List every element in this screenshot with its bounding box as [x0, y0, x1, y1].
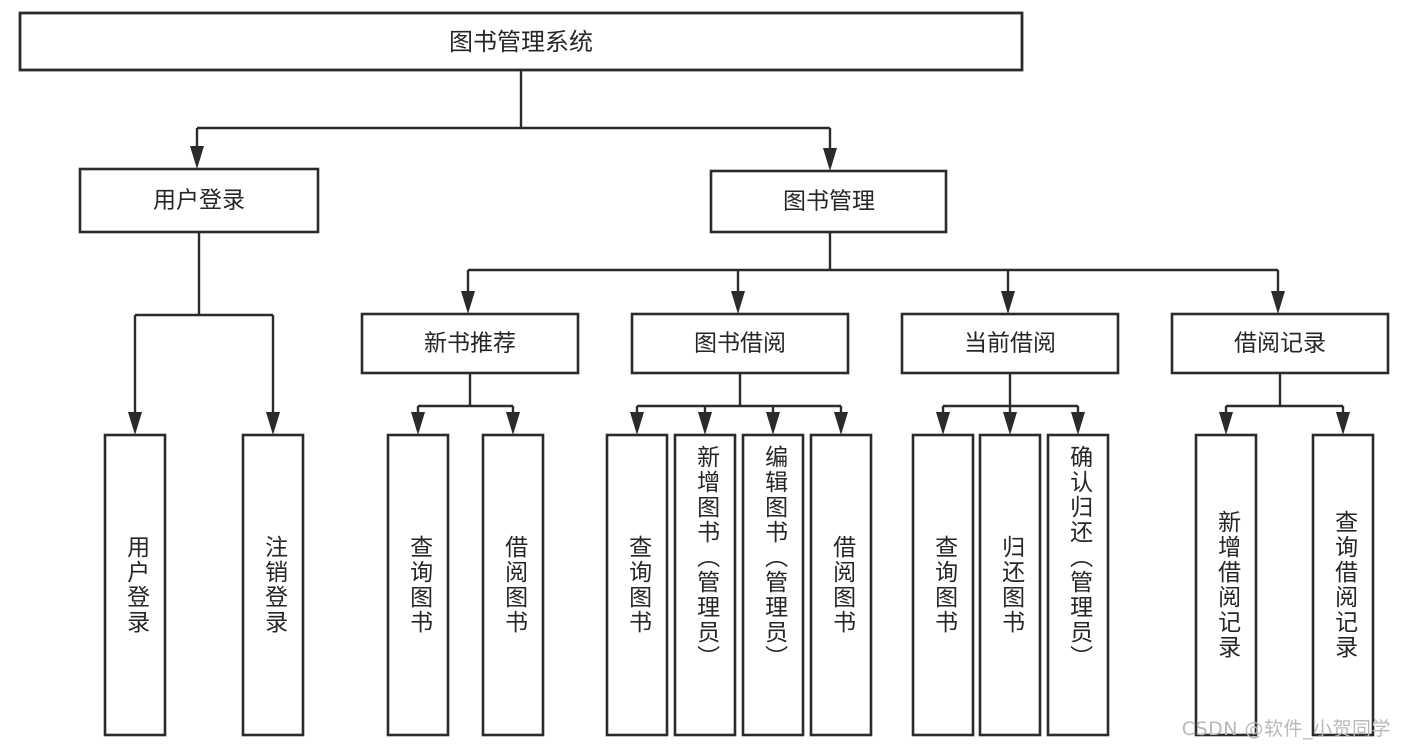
leaf-user-logout-box[interactable] [241, 433, 305, 737]
leaf-borrow-book-2-box[interactable] [809, 433, 873, 737]
connector-group-bookmanage-to-level3 [461, 232, 1285, 314]
node-user-login-label: 用户登录 [153, 188, 245, 214]
leaf-query-book-2-box[interactable] [605, 433, 669, 737]
node-book-borrow[interactable]: 图书借阅 [630, 312, 850, 375]
arrow-head-book-borrow [731, 291, 745, 314]
leaf-add-record-box[interactable] [1194, 433, 1258, 737]
node-new-book-recommend[interactable]: 新书推荐 [360, 312, 580, 375]
csdn-watermark: CSDN @软件_小贺同学 [1181, 718, 1391, 740]
connector-group-borrowrecord-to-leaves [1219, 373, 1350, 435]
node-borrow-record-box[interactable] [1170, 312, 1390, 375]
node-root-box[interactable] [18, 11, 1024, 72]
connector-group-root-to-level2 [190, 70, 837, 171]
leaf-borrow-book-1-box[interactable] [481, 433, 545, 737]
leaf-confirm-return-box[interactable] [1046, 433, 1110, 737]
arrow-head-user-login [190, 146, 204, 169]
connector-group-userlogin-to-leaves [128, 232, 280, 435]
arrow-head-leaf-query-book-2 [630, 412, 644, 435]
arrow-head-leaf-user-login [128, 412, 142, 435]
node-current-borrow-label: 当前借阅 [964, 331, 1056, 357]
arrow-head-leaf-query-record [1336, 412, 1350, 435]
leaf-add-book-box[interactable] [673, 433, 737, 737]
arrow-head-leaf-return-book [1003, 412, 1017, 435]
arrow-head-leaf-borrow-book-1 [506, 412, 520, 435]
arrow-head-leaf-add-record [1219, 412, 1233, 435]
node-borrow-record[interactable]: 借阅记录 [1170, 312, 1390, 375]
arrow-head-leaf-query-book-1 [411, 412, 425, 435]
connector-group-currentborrow-to-leaves [936, 373, 1085, 435]
arrow-head-leaf-user-logout [266, 412, 280, 435]
arrow-head-current-borrow [1001, 291, 1015, 314]
node-root-label: 图书管理系统 [449, 28, 593, 56]
connector-group-bookborrow-to-leaves [630, 373, 848, 435]
leaf-query-record-box[interactable] [1311, 433, 1375, 737]
arrow-head-borrow-record [1271, 291, 1285, 314]
node-book-manage-label: 图书管理 [783, 189, 875, 215]
node-borrow-record-label: 借阅记录 [1234, 331, 1326, 357]
node-current-borrow-box[interactable] [900, 312, 1120, 375]
node-new-book-recommend-label: 新书推荐 [424, 331, 516, 357]
node-new-book-recommend-box[interactable] [360, 312, 580, 375]
leaf-query-book-1-box[interactable] [386, 433, 450, 737]
node-book-manage[interactable]: 图书管理 [709, 169, 948, 234]
node-book-borrow-label: 图书借阅 [694, 331, 786, 357]
node-book-borrow-box[interactable] [630, 312, 850, 375]
arrow-head-leaf-add-book [698, 412, 712, 435]
node-root[interactable]: 图书管理系统 [18, 11, 1024, 72]
leaf-user-login-box[interactable] [103, 433, 167, 737]
arrow-head-new-book-recommend [461, 291, 475, 314]
leaf-return-book-box[interactable] [978, 433, 1042, 737]
arrow-head-book-manage [823, 148, 837, 171]
node-book-manage-box[interactable] [709, 169, 948, 234]
connector-group-newbook-to-leaves [411, 373, 520, 435]
arrow-head-leaf-confirm-return [1071, 412, 1085, 435]
node-user-login-box[interactable] [78, 167, 320, 234]
arrow-head-leaf-borrow-book-2 [834, 412, 848, 435]
node-user-login[interactable]: 用户登录 [78, 167, 320, 234]
leaf-query-book-3-box[interactable] [911, 433, 975, 737]
node-current-borrow[interactable]: 当前借阅 [900, 312, 1120, 375]
arrow-head-leaf-edit-book [766, 412, 780, 435]
leaf-boxes-group [103, 433, 1375, 737]
leaf-edit-book-box[interactable] [741, 433, 805, 737]
arrow-head-leaf-query-book-3 [936, 412, 950, 435]
